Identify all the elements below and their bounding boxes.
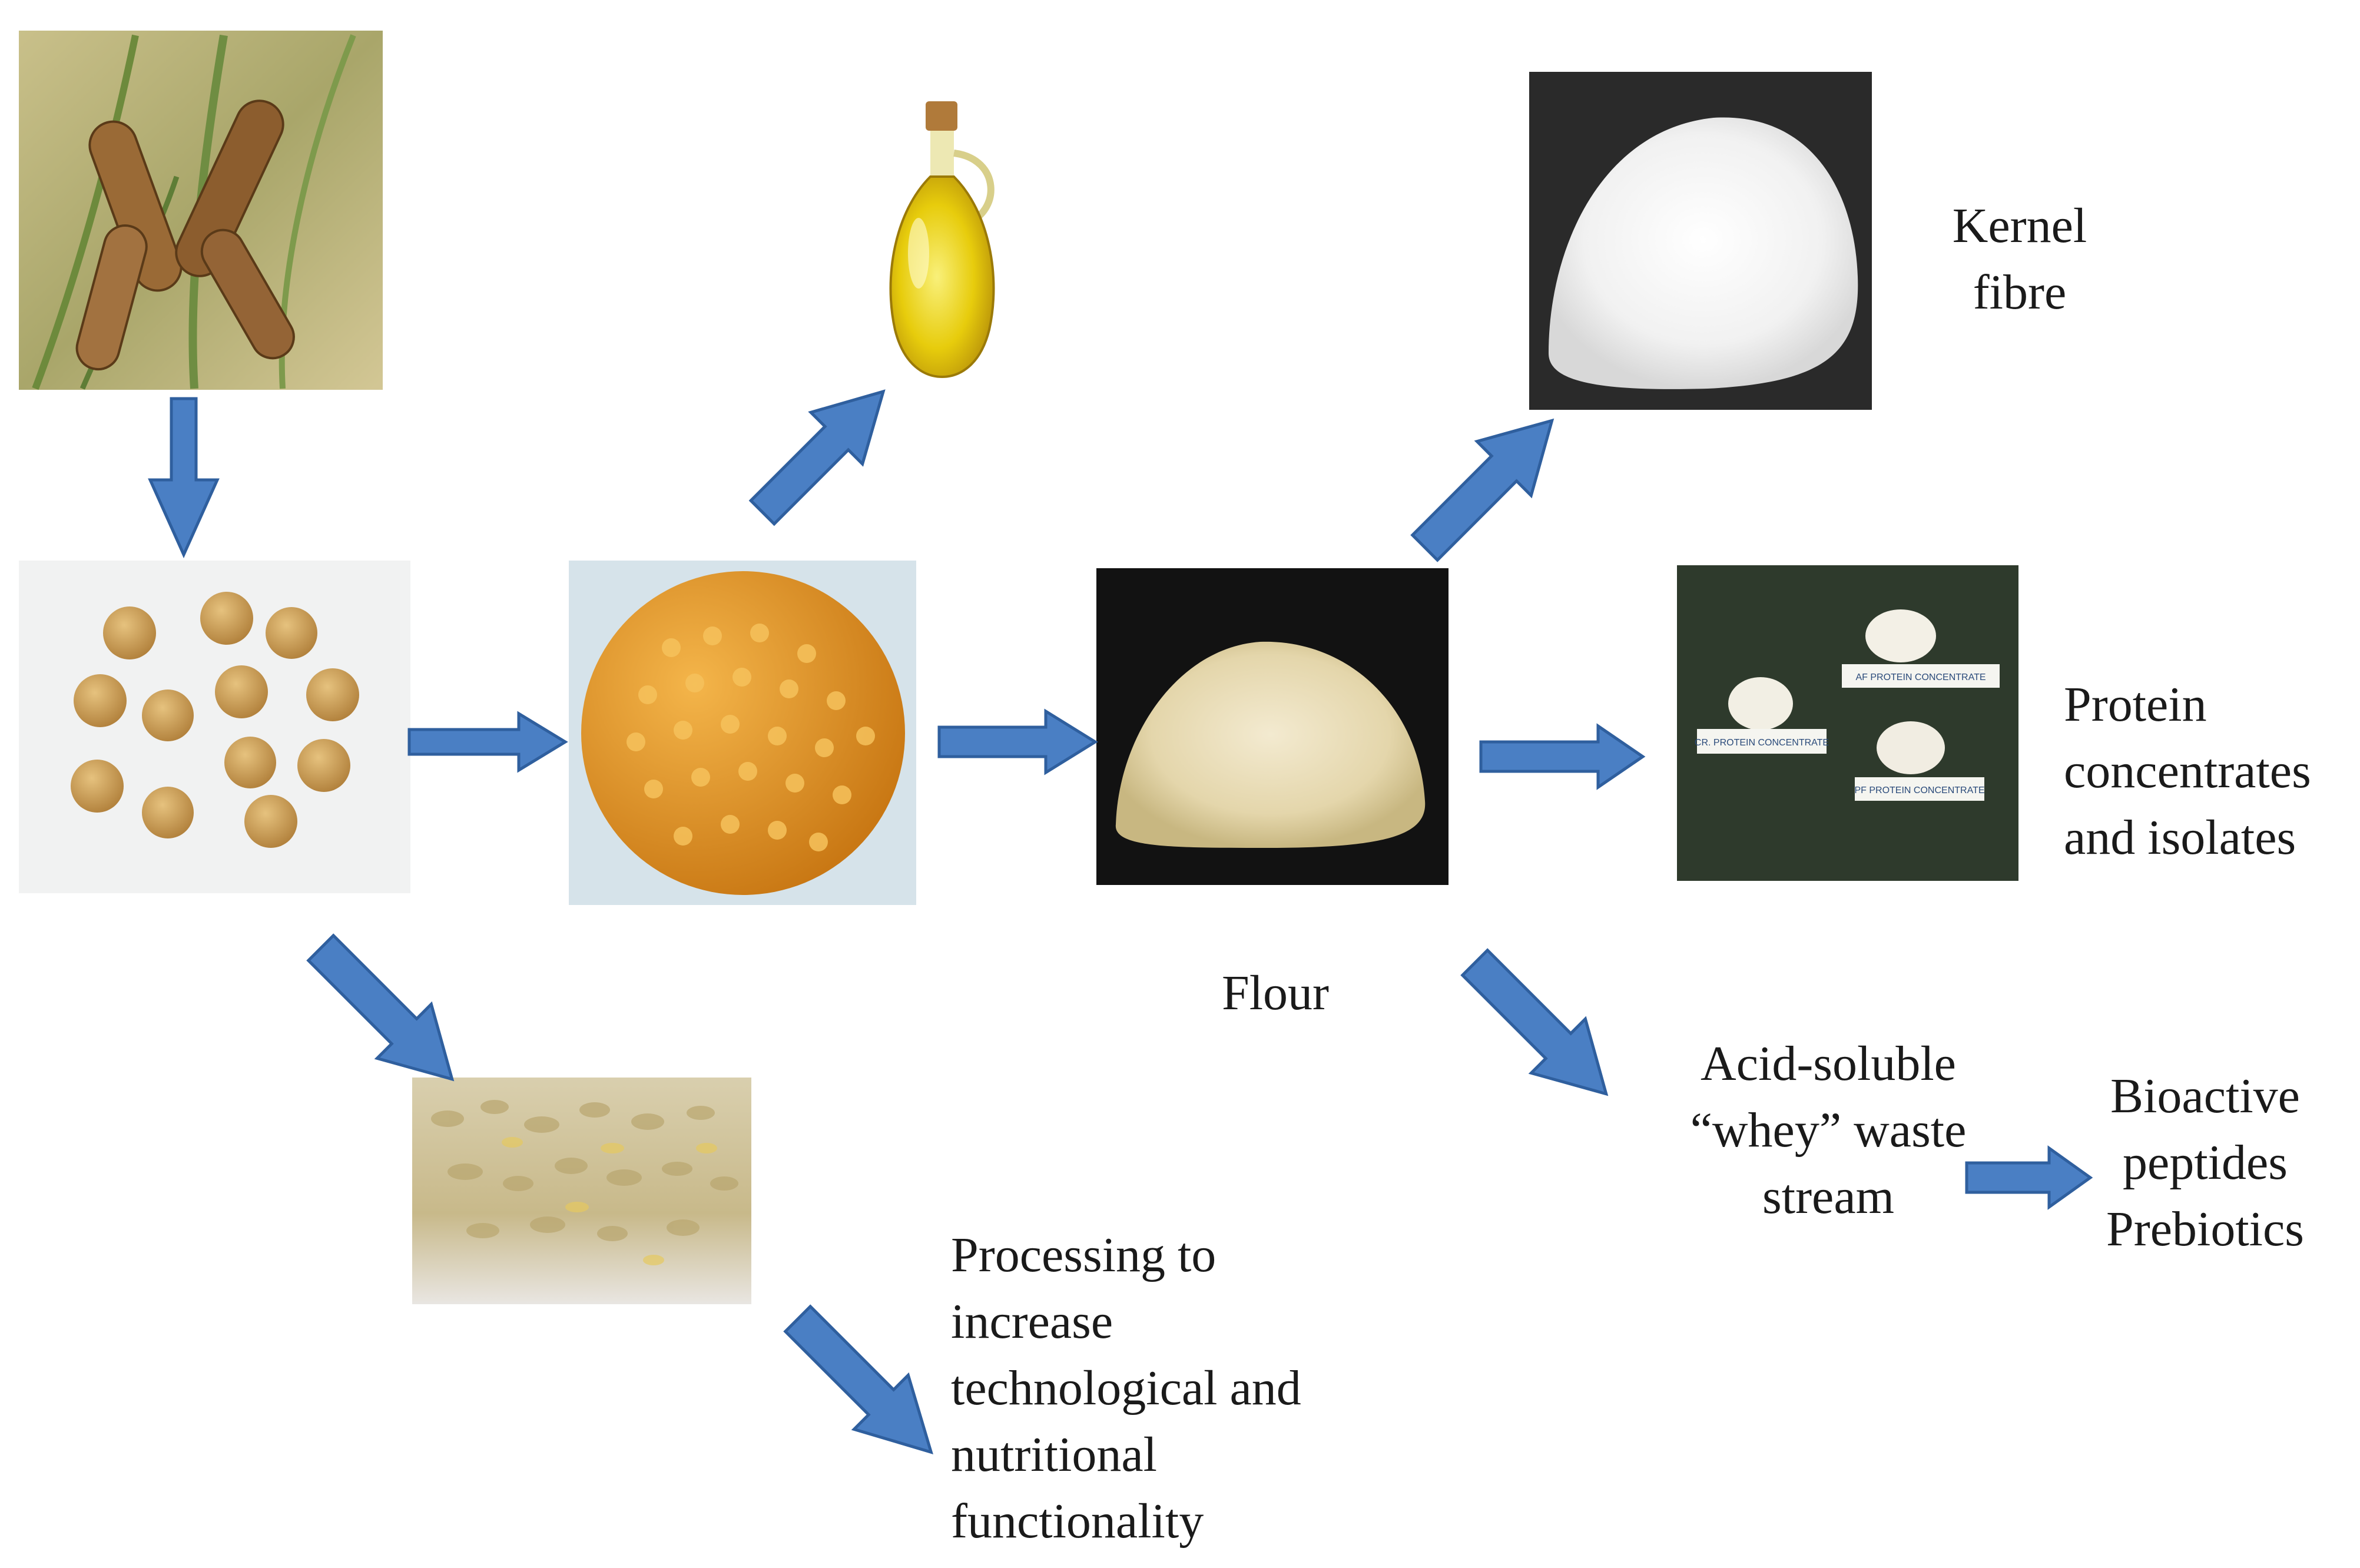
label-line: fibre: [1973, 265, 2067, 320]
arrow-whey-to-bioactive: [1965, 1145, 2093, 1210]
seed: [103, 606, 156, 659]
arrow-to-oil: [748, 389, 886, 526]
label-line: “whey” waste: [1690, 1103, 1967, 1158]
dehulled-seeds-photo: [569, 561, 916, 905]
label-line: and isolates: [2064, 810, 2296, 865]
arrow-to-kernel-fibre: [1410, 418, 1554, 562]
seed: [306, 668, 359, 721]
seed: [200, 592, 253, 645]
label-line: Prebiotics: [2106, 1202, 2304, 1257]
flour-photo: [1096, 568, 1449, 885]
arrow-seeds-to-dehulled: [407, 711, 568, 773]
seed-pod-2: [175, 100, 284, 277]
label-processing: Processing to increase technological and…: [951, 1222, 1301, 1554]
seed: [297, 739, 350, 792]
label-bioactive: Bioactive peptides Prebiotics: [2087, 1063, 2323, 1262]
flour-pile: [1115, 641, 1426, 848]
label-kernel-fibre: Kernel fibre: [1943, 193, 2096, 326]
kernel-fibre-photo: [1529, 72, 1872, 410]
svg-text:PF PROTEIN CONCENTRATE: PF PROTEIN CONCENTRATE: [1854, 785, 1984, 795]
label-line: increase: [951, 1294, 1113, 1349]
label-flour: Flour: [1222, 966, 1330, 1020]
seed-pod-1: [88, 120, 183, 292]
label-line: Bioactive: [2110, 1069, 2300, 1123]
fibre-pile: [1549, 117, 1858, 389]
bottle-neck: [930, 131, 954, 178]
pea-pods-photo: [19, 31, 383, 390]
arrow-pods-to-seeds: [148, 397, 220, 559]
seed: [74, 674, 127, 727]
label-line: Protein: [2064, 677, 2207, 732]
arrow-to-processing: [783, 1304, 933, 1454]
label-line: functionality: [951, 1494, 1204, 1549]
protein-sample-1: [1728, 677, 1793, 730]
arrow-to-flakes: [306, 933, 455, 1082]
seed-pile: [581, 571, 905, 895]
label-line: stream: [1762, 1169, 1894, 1224]
seed-pod-3: [75, 224, 148, 371]
label-line: concentrates: [2064, 744, 2311, 798]
seed: [244, 795, 297, 848]
flakes-photo: [412, 1078, 751, 1304]
sample-tag-2: AF PROTEIN CONCENTRATE: [1842, 664, 2000, 688]
label-line: nutritional: [951, 1427, 1157, 1482]
seed: [71, 760, 124, 813]
protein-samples-photo: CR. PROTEIN CONCENTRATE AF PROTEIN CONCE…: [1677, 565, 2018, 881]
label-line: Kernel: [1952, 198, 2087, 253]
svg-text:CR. PROTEIN CONCENTRATE: CR. PROTEIN CONCENTRATE: [1695, 738, 1829, 748]
label-protein: Protein concentrates and isolates: [2064, 671, 2311, 871]
protein-sample-3: [1877, 721, 1945, 774]
seed: [224, 737, 276, 788]
bottle-body: [889, 175, 995, 379]
arrow-dehulled-to-flour: [937, 708, 1098, 775]
sample-tag-3: PF PROTEIN CONCENTRATE: [1854, 777, 1985, 801]
seed: [142, 689, 194, 741]
label-line: Processing to: [951, 1228, 1217, 1282]
arrow-to-whey: [1460, 948, 1609, 1096]
whole-seeds-photo: [19, 561, 410, 893]
seed: [266, 607, 317, 659]
label-line: peptides: [2123, 1135, 2288, 1190]
label-whey: Acid-soluble “whey” waste stream: [1675, 1030, 1981, 1230]
cork: [926, 101, 957, 131]
label-line: technological and: [951, 1361, 1301, 1415]
sample-tag-1: CR. PROTEIN CONCENTRATE: [1695, 729, 1829, 754]
arrow-to-protein: [1479, 723, 1646, 790]
oil-bottle-photo: [889, 101, 995, 379]
protein-sample-2: [1865, 609, 1936, 662]
seed-pod-4: [200, 228, 295, 360]
seed: [215, 665, 268, 718]
seed: [142, 787, 194, 838]
arrows: [148, 389, 2093, 1454]
svg-text:AF PROTEIN CONCENTRATE: AF PROTEIN CONCENTRATE: [1855, 672, 1986, 682]
label-line: Acid-soluble: [1701, 1036, 1956, 1091]
